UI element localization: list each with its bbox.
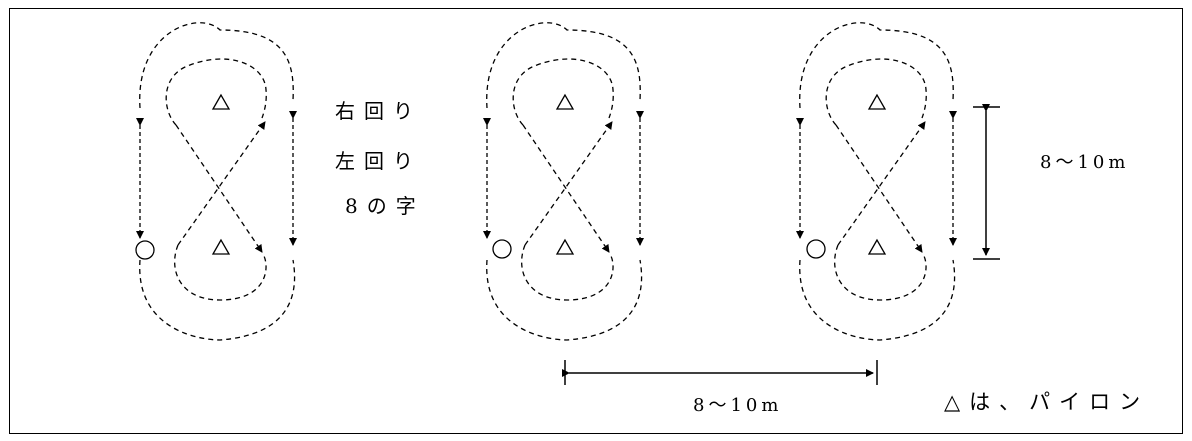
start-circle-1	[135, 240, 155, 260]
dimension-vertical-label: 8～10m	[1040, 152, 1130, 173]
course-3	[800, 23, 955, 340]
pylon-legend: △は、パイロン	[944, 390, 1150, 414]
pylon-3-bottom	[867, 238, 887, 255]
course-2	[487, 23, 642, 340]
course-1	[140, 23, 295, 340]
label-left-turn: 左回り	[335, 149, 422, 173]
start-circle-3	[806, 239, 826, 259]
pylon-2-top	[555, 93, 575, 110]
pylon-1-bottom	[211, 238, 231, 255]
pylon-2-bottom	[555, 238, 575, 255]
vertical-dimension	[973, 104, 1000, 260]
pylon-1-top	[211, 93, 231, 110]
horizontal-dimension	[562, 360, 878, 385]
start-circle-2	[492, 239, 512, 259]
dimension-horizontal-label: 8～10m	[693, 395, 783, 416]
label-figure-eight: 8の字	[345, 194, 425, 218]
diagram-frame	[9, 8, 1183, 434]
pylon-3-top	[867, 93, 887, 110]
label-right-turn: 右回り	[335, 99, 422, 123]
